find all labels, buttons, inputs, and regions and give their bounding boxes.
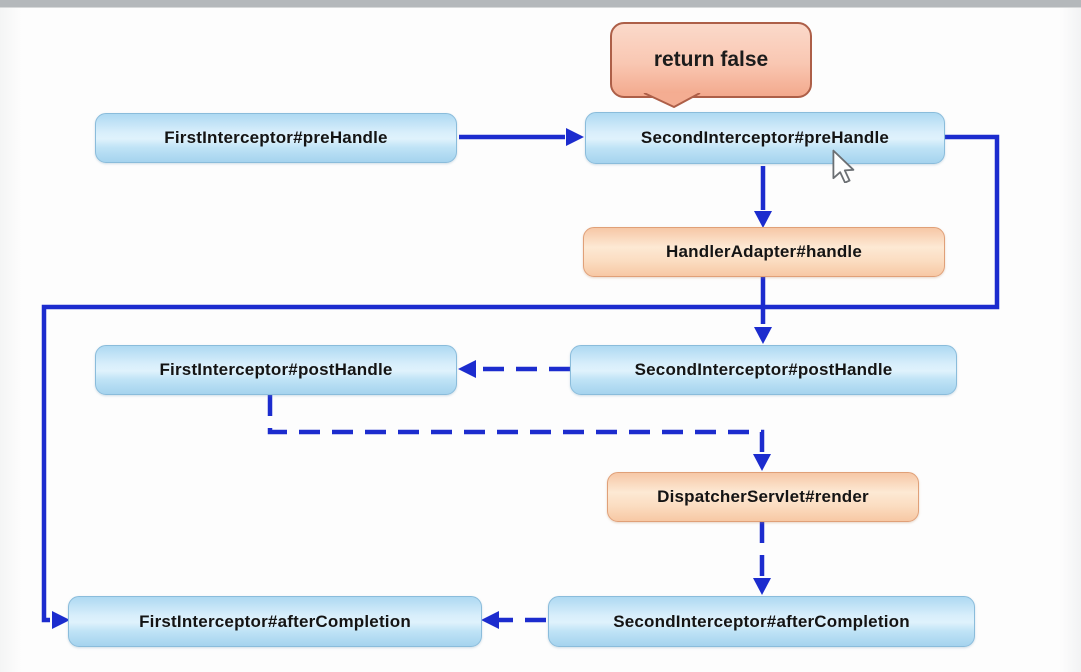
node-second-interceptor-aftercompletion: SecondInterceptor#afterCompletion: [548, 596, 975, 647]
return-false-callout: return false: [610, 22, 812, 98]
arrowhead-into-secondpre: [566, 128, 584, 146]
edge-returnfalse-bypass: [41, 134, 1000, 623]
top-window-edge-bar: [0, 0, 1081, 8]
node-second-interceptor-posthandle: SecondInterceptor#postHandle: [570, 345, 957, 395]
arrowhead-into-secondpost: [754, 327, 772, 344]
node-handler-adapter-handle: HandlerAdapter#handle: [583, 227, 945, 277]
return-false-label: return false: [653, 48, 769, 71]
arrowhead-into-handleradapter: [754, 211, 772, 228]
node-label: FirstInterceptor#preHandle: [164, 128, 388, 147]
node-first-interceptor-prehandle: FirstInterceptor#preHandle: [95, 113, 457, 163]
node-label: SecondInterceptor#preHandle: [640, 128, 890, 147]
node-second-interceptor-prehandle: SecondInterceptor#preHandle: [585, 112, 945, 164]
arrowhead-into-dispatcherrender: [753, 454, 771, 471]
arrowhead-into-secondafter: [753, 578, 771, 595]
node-label: DispatcherServlet#render: [657, 487, 869, 506]
node-dispatcher-servlet-render: DispatcherServlet#render: [607, 472, 919, 522]
callout-tail: [643, 93, 701, 108]
arrowhead-into-firstafter-bypass: [52, 611, 70, 629]
mouse-cursor-icon: [832, 149, 855, 183]
node-label: HandlerAdapter#handle: [666, 242, 862, 261]
edge-firstpost-dispatcherrender: [267, 395, 765, 455]
node-label: SecondInterceptor#postHandle: [634, 360, 893, 379]
node-label: FirstInterceptor#postHandle: [159, 360, 393, 379]
node-label: FirstInterceptor#afterCompletion: [139, 611, 411, 631]
node-first-interceptor-posthandle: FirstInterceptor#postHandle: [95, 345, 457, 395]
node-first-interceptor-aftercompletion: FirstInterceptor#afterCompletion: [68, 596, 482, 647]
node-label: SecondInterceptor#afterCompletion: [613, 611, 910, 631]
arrowhead-into-firstpost: [458, 360, 476, 378]
arrowhead-into-firstafter-dashed: [481, 611, 499, 629]
